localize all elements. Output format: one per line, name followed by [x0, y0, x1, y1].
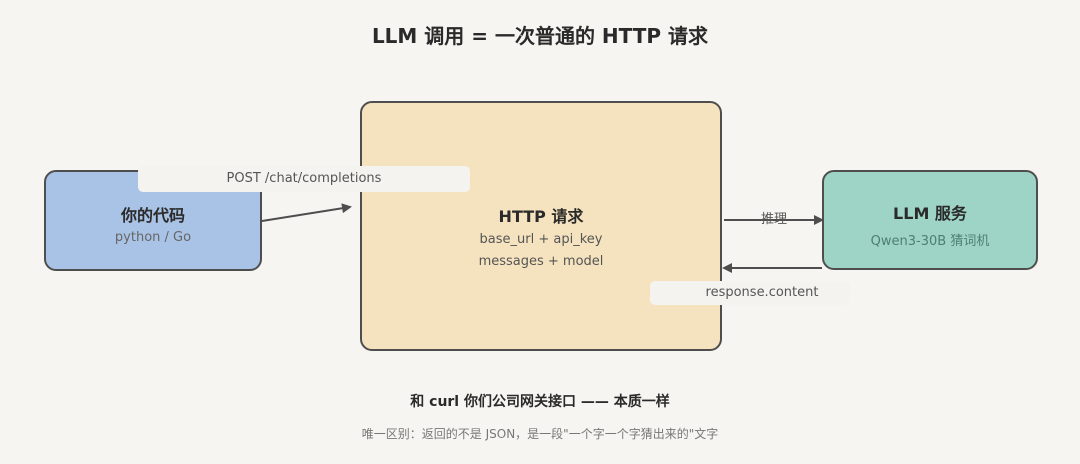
response-edge-label: response.content	[650, 281, 850, 305]
http-request-title: HTTP 请求	[498, 207, 584, 226]
inference-edge-label: 推理	[760, 212, 787, 227]
request-arrow	[261, 203, 352, 222]
request-edge-label: POST /chat/completions	[138, 166, 470, 192]
http-request-node: HTTP 请求 base_url + api_key messages + mo…	[360, 101, 722, 351]
http-request-line1: base_url + api_key	[479, 232, 603, 247]
llm-service-node: LLM 服务 Qwen3-30B 猜词机	[822, 170, 1038, 270]
llm-service-subtitle: Qwen3-30B 猜词机	[870, 234, 990, 249]
diagram-title: LLM 调用 = 一次普通的 HTTP 请求	[371, 24, 709, 48]
llm-service-title: LLM 服务	[893, 204, 967, 223]
your-code-title: 你的代码	[120, 206, 185, 225]
footer-summary: 和 curl 你们公司网关接口 —— 本质一样	[410, 394, 670, 410]
footer-note: 唯一区别：返回的不是 JSON，是一段"一个字一个字猜出来的"文字	[361, 427, 719, 441]
http-request-line2: messages + model	[478, 254, 604, 269]
your-code-node: 你的代码 python / Go	[44, 170, 262, 271]
your-code-subtitle: python / Go	[114, 230, 192, 245]
